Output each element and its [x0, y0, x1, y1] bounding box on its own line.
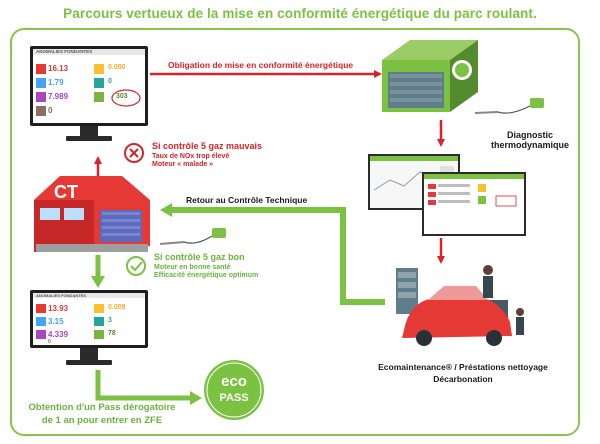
- label-good-line2: Efficacité énergétique optimum: [154, 272, 259, 279]
- label-bad-line1: Taux de NOx trop élevé: [152, 153, 230, 160]
- eco-logo-bottom: PASS: [219, 392, 248, 404]
- monitor-bottom-value-3: 4.339: [48, 330, 69, 339]
- monitor-top-header: ANOMALIES FONDANTES: [36, 49, 93, 54]
- label-diagnostic-line1: Diagnostic: [506, 130, 553, 140]
- monitor-bottom-value-7: 78: [108, 330, 116, 337]
- monitor-top-value-6: 0: [108, 78, 112, 85]
- monitor-top-value-2: 1.79: [48, 78, 64, 87]
- label-pass: Obtention d'un Pass dérogatoire de 1 an …: [22, 402, 182, 426]
- monitor-top-value-5: 0.000: [108, 64, 126, 71]
- monitor-bottom-value-2: 3.15: [48, 317, 64, 326]
- label-bad: Si contrôle 5 gaz mauvais Taux de NOx tr…: [152, 141, 262, 168]
- label-bad-line2: Moteur « malade »: [152, 161, 214, 168]
- label-retour: Retour au Contrôle Technique: [186, 195, 308, 205]
- diagram-title: Parcours vertueux de la mise en conformi…: [63, 6, 537, 21]
- label-ecomaintenance: Ecomaintenance® / Préstations nettoyage …: [350, 362, 576, 384]
- monitor-top-value-3: 7.989: [48, 92, 69, 101]
- arrow-to-ecopass: [95, 370, 202, 405]
- arrow-to-monitor-bottom: [91, 255, 105, 288]
- label-good-line1: Moteur en bonne santé: [154, 264, 231, 271]
- label-diagnostic: Diagnostic thermodynamique: [484, 130, 576, 150]
- monitor-bottom-value-5: 0.009: [108, 304, 126, 311]
- ct-building: [34, 176, 150, 252]
- label-diagnostic-line2: thermodynamique: [490, 140, 569, 150]
- label-eco-line2: Décarbonation: [433, 374, 493, 384]
- monitor-top: [30, 46, 148, 141]
- label-eco-line1: Ecomaintenance® / Préstations nettoyage: [378, 362, 548, 372]
- diagnostic-probe-icon: [474, 98, 544, 114]
- eco-logo-top: eco: [221, 373, 247, 390]
- label-pass-line2: de 1 an pour entrer en ZFE: [41, 415, 163, 426]
- good-check-icon: [126, 256, 146, 276]
- arrow-retour: [160, 203, 385, 305]
- label-obligation: Obligation de mise en conformité énergét…: [168, 60, 354, 70]
- garage-building: [382, 40, 478, 112]
- monitor-bottom-value-4: 0: [48, 339, 51, 345]
- label-good-title: Si contrôle 5 gaz bon: [154, 252, 245, 262]
- monitor-bottom-header: ANOMALIES FONDANTES: [36, 293, 86, 298]
- diagnostic-screen-front: [422, 172, 526, 236]
- diagram-frame: [10, 28, 580, 436]
- monitor-bottom-value-6: 3: [108, 317, 112, 324]
- ct-sign: CT: [54, 182, 78, 202]
- monitor-top-value-7: 303: [116, 93, 128, 100]
- workshop-car: [396, 265, 524, 346]
- monitor-bottom-value-1: 13.93: [48, 304, 69, 313]
- monitor-bottom: [30, 290, 148, 365]
- monitor-top-value-1: 16.13: [48, 64, 69, 73]
- label-bad-title: Si contrôle 5 gaz mauvais: [152, 141, 263, 151]
- ct-probe-icon: [159, 228, 226, 245]
- monitor-top-value-4: 0: [48, 106, 53, 115]
- label-good: Si contrôle 5 gaz bon Moteur en bonne sa…: [154, 252, 258, 279]
- label-pass-line1: Obtention d'un Pass dérogatoire: [28, 402, 176, 413]
- eco-pass-logo: eco PASS: [204, 360, 264, 420]
- bad-x-icon: [124, 143, 144, 163]
